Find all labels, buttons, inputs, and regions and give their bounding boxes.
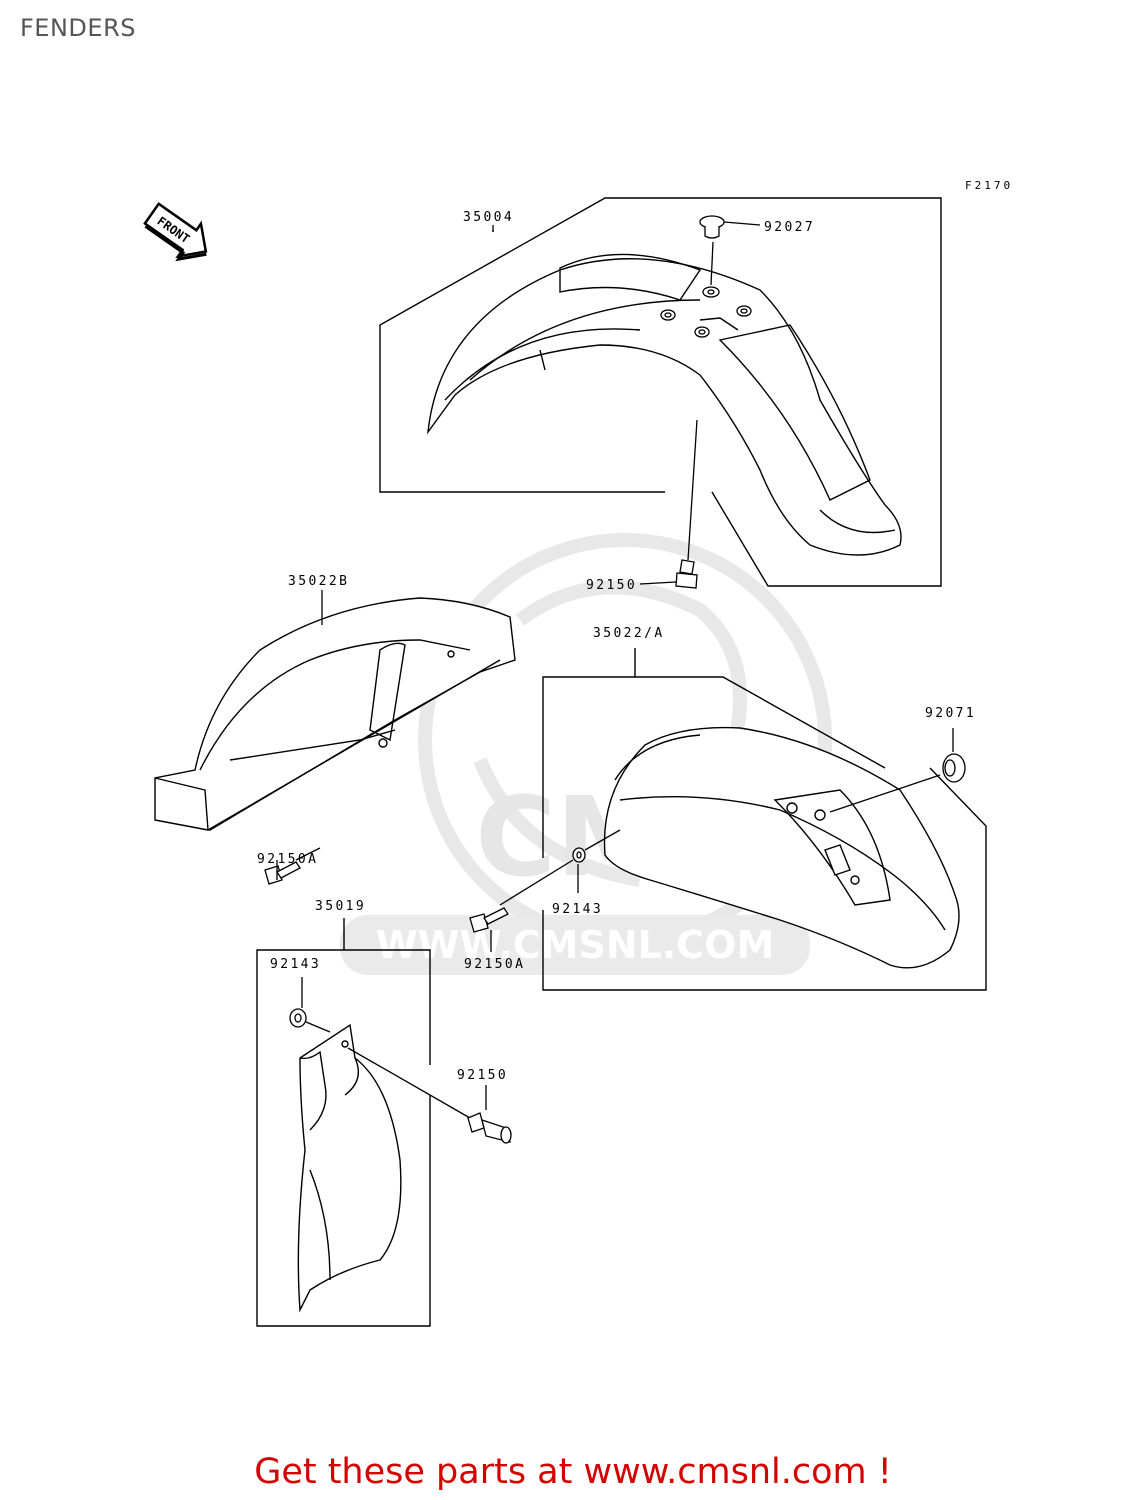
callout-92150a-right: 92150A (464, 957, 525, 972)
page-title: FENDERS (20, 14, 136, 42)
callout-92150-mud: 92150 (457, 1068, 508, 1083)
callout-92027: 92027 (764, 220, 815, 235)
callout-92143-mud: 92143 (270, 957, 321, 972)
front-marker: FRONT (143, 202, 208, 262)
callout-35022b: 35022B (288, 574, 349, 589)
rear-fender (603, 726, 960, 969)
bolt-92150-mud (347, 1047, 512, 1144)
washer-92143-mud (289, 977, 331, 1033)
bolt-92150a-right (469, 907, 509, 952)
callout-92143-rear: 92143 (552, 902, 603, 917)
rear-inner-fender (154, 597, 516, 831)
bolt-92150-front (639, 419, 698, 589)
front-fender-holes (660, 286, 752, 338)
washer-92143-rear (499, 829, 621, 906)
figure-code: F2170 (965, 179, 1013, 192)
mud-guard-group (256, 918, 431, 1327)
mud-guard (297, 1023, 402, 1313)
footer-shop-link[interactable]: Get these parts at www.cmsnl.com ! (254, 1452, 892, 1492)
bolt-92027 (699, 215, 761, 286)
callout-35004: 35004 (463, 210, 514, 225)
callout-35022a: 35022/A (593, 626, 665, 641)
callout-35019: 35019 (315, 899, 366, 914)
grommet-92071 (829, 728, 966, 813)
watermark-url: WWW.CMSNL.COM (376, 923, 775, 967)
callout-92150-front: 92150 (586, 578, 637, 593)
bolt-92150a-left (264, 847, 321, 885)
callout-92150a-left: 92150A (257, 852, 318, 867)
front-fender (427, 253, 902, 556)
callout-92071: 92071 (925, 706, 976, 721)
rear-fender-group (542, 648, 987, 991)
